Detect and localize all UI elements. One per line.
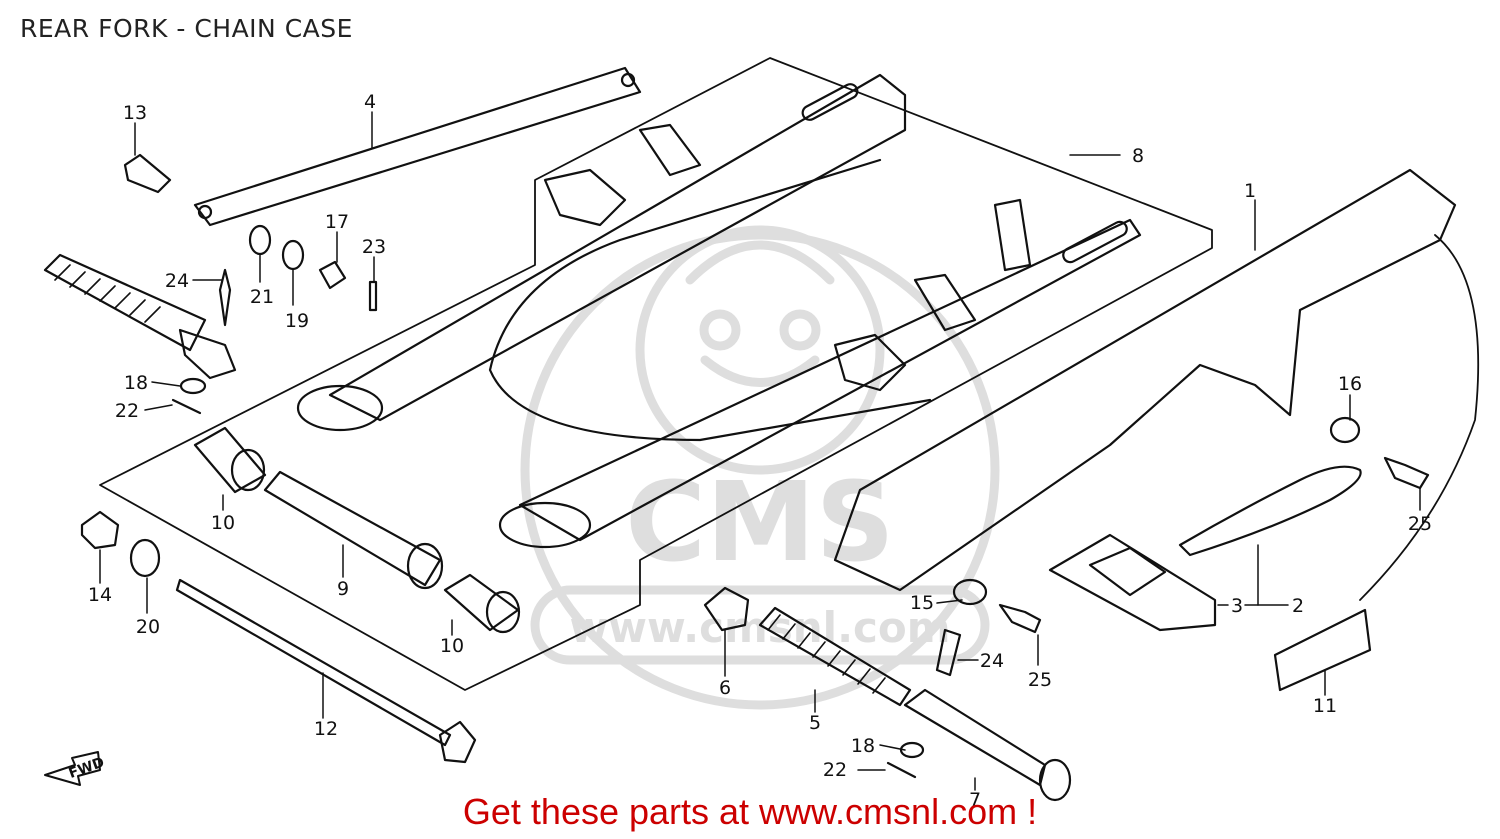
washer-21 (248, 224, 272, 256)
washer-19 (281, 239, 305, 271)
callout-5: 5 (809, 712, 821, 734)
rear-fork-arch (488, 158, 932, 442)
cotter-pin-23 (368, 280, 378, 312)
brace-right (913, 273, 977, 332)
promo-link[interactable]: Get these parts at www.cmsnl.com ! (462, 791, 1038, 832)
callout-16: 16 (1338, 373, 1362, 395)
callout-22a: 22 (115, 400, 139, 422)
callout-18a: 18 (124, 372, 148, 394)
chain-link-plate (1088, 546, 1167, 597)
rear-fork-outline (99, 57, 1213, 691)
chain-case (833, 168, 1457, 592)
pin-24-left (218, 268, 232, 327)
rear-fork-frame (328, 73, 1142, 542)
washer-18-left (179, 377, 207, 395)
footpeg-bracket-7-end (1038, 758, 1072, 802)
torque-link (193, 66, 642, 227)
bushing-10-right (443, 573, 520, 632)
callout-2: 2 (1292, 595, 1304, 617)
foot-peg-right (758, 606, 912, 707)
foot-peg-right-ribs (767, 614, 886, 694)
chain-link-3 (1048, 533, 1217, 632)
pin-24-right (935, 628, 962, 677)
foot-peg-left (43, 253, 207, 352)
washer-15 (952, 578, 988, 606)
callout-1: 1 (1244, 180, 1256, 202)
callout-17: 17 (325, 211, 349, 233)
fwd-arrow-icon (44, 751, 101, 786)
callout-24a: 24 (165, 270, 189, 292)
callout-10b: 10 (440, 635, 464, 657)
callout-23: 23 (362, 236, 386, 258)
bolt-13 (123, 153, 172, 194)
chain-case-flange (1359, 234, 1480, 601)
callout-10a: 10 (211, 512, 235, 534)
bracket-lower (833, 333, 907, 392)
callout-14: 14 (88, 584, 112, 606)
pivot-bolt-12 (175, 578, 452, 747)
callout-9: 9 (337, 578, 349, 600)
chain-guide-tab (993, 198, 1032, 272)
callout-25a: 25 (1028, 669, 1052, 691)
brace-left (638, 123, 702, 177)
footpeg-bracket-7 (903, 688, 1047, 787)
plate-6 (703, 586, 750, 632)
bushing-10-left (193, 426, 267, 494)
nut-14 (80, 510, 120, 550)
leader-lines (99, 111, 1421, 791)
callout-11: 11 (1313, 695, 1337, 717)
torque-link-hole-b (620, 72, 636, 88)
callout-24b: 24 (980, 650, 1004, 672)
watermark-logo-text: CMS (625, 458, 894, 586)
callout-20: 20 (136, 616, 160, 638)
pivot-bolt-12-head (438, 720, 477, 764)
callout-12: 12 (314, 718, 338, 740)
pivot-collar-9 (263, 470, 442, 587)
axle-slot-lower (1062, 220, 1128, 264)
bushing-10-left-end (230, 448, 266, 492)
callout-19: 19 (285, 310, 309, 332)
cotter-22-left (171, 398, 202, 415)
callout-15: 15 (910, 592, 934, 614)
drive-chain (1178, 465, 1362, 557)
caution-label-11 (1273, 608, 1372, 692)
washer-18-right (899, 741, 925, 759)
washer-20 (129, 538, 161, 578)
callout-18b: 18 (851, 735, 875, 757)
pivot-right (498, 501, 592, 549)
foot-peg-left-bracket (178, 328, 237, 380)
bracket-upper (543, 168, 627, 227)
bolt-25-left (998, 603, 1042, 634)
callout-3: 3 (1231, 595, 1243, 617)
bolt-25-right (1383, 456, 1430, 490)
callout-6: 6 (719, 677, 731, 699)
callout-8: 8 (1132, 145, 1144, 167)
nut-16 (1329, 416, 1361, 444)
pivot-collar-9-end (406, 542, 444, 590)
watermark-logo (520, 225, 1000, 710)
callout-labels: 1 2 3 4 5 6 7 8 9 10 10 11 12 13 14 15 1… (88, 91, 1432, 811)
axle-slot-upper (801, 83, 859, 121)
callout-7: 7 (969, 789, 981, 811)
pivot-left (296, 384, 384, 432)
callout-4: 4 (364, 91, 376, 113)
foot-peg-left-ribs (54, 264, 161, 323)
bushing-10-right-end (485, 590, 521, 634)
nut-17 (318, 260, 347, 290)
callout-25b: 25 (1408, 513, 1432, 535)
cotter-22-right (886, 761, 917, 779)
torque-link-hole-a (197, 204, 213, 220)
callout-13: 13 (123, 102, 147, 124)
watermark-url: www.cmsnl.com (569, 603, 950, 652)
callout-22b: 22 (823, 759, 847, 781)
callout-21: 21 (250, 286, 274, 308)
page-title: REAR FORK - CHAIN CASE (20, 14, 353, 43)
